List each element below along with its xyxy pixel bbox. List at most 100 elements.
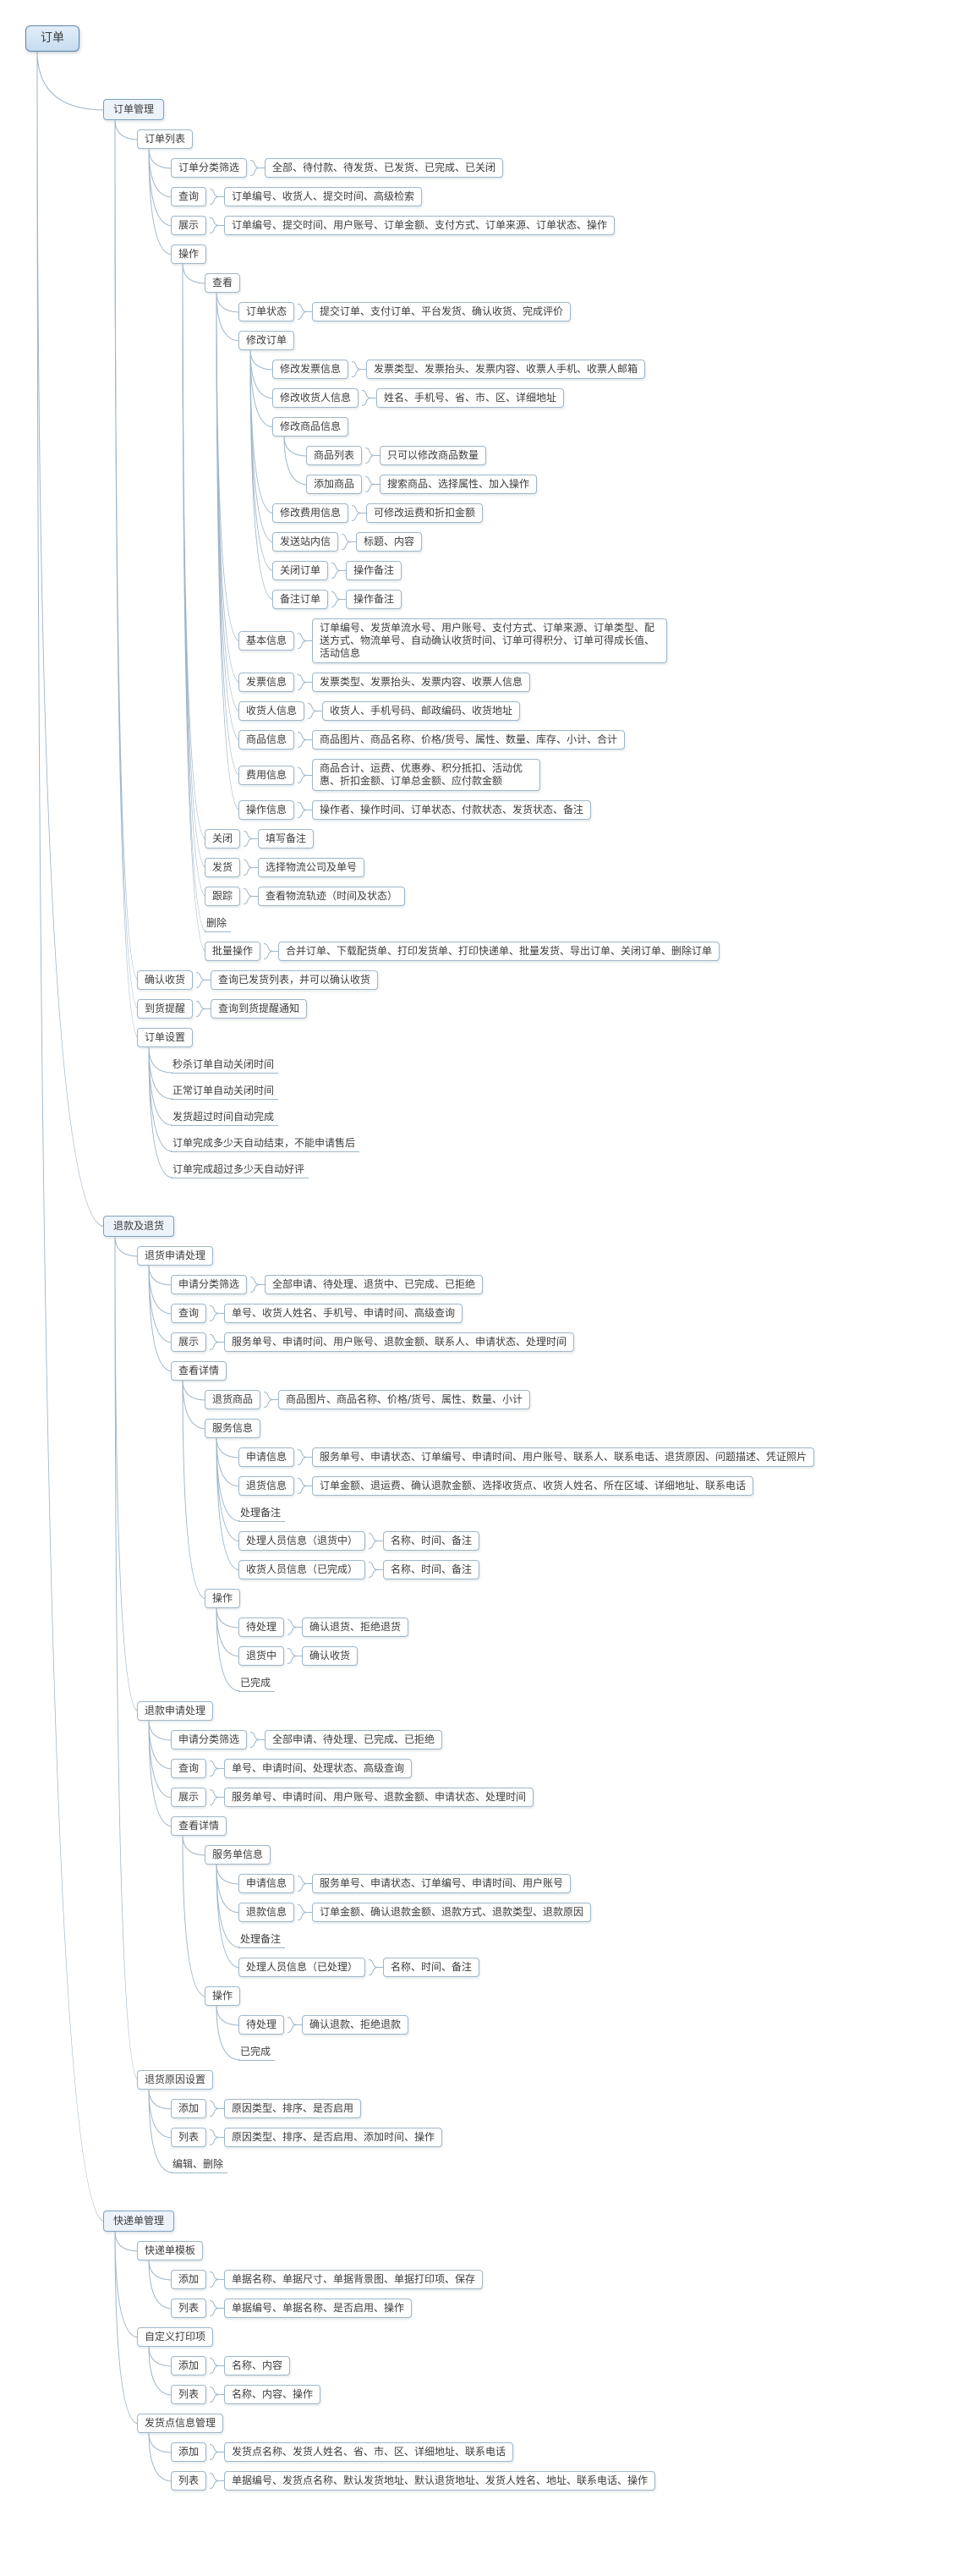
topic-node[interactable]: 退款信息 bbox=[238, 1903, 295, 1922]
topic-node[interactable]: 查看详情 bbox=[171, 1816, 227, 1836]
topic-node[interactable]: 操作 bbox=[171, 244, 207, 264]
plain-topic[interactable]: 正常订单自动关闭时间 bbox=[171, 1083, 279, 1100]
detail-box[interactable]: 操作备注 bbox=[346, 561, 402, 580]
topic-node[interactable]: 发送站内信 bbox=[272, 532, 339, 552]
detail-box[interactable]: 单据名称、单据尺寸、单据背景图、单据打印项、保存 bbox=[224, 2270, 484, 2289]
topic-node[interactable]: 关闭订单 bbox=[272, 561, 329, 580]
detail-box[interactable]: 标题、内容 bbox=[356, 532, 423, 552]
topic-node[interactable]: 发货 bbox=[205, 858, 241, 877]
detail-box[interactable]: 订单编号、提交时间、用户账号、订单金额、支付方式、订单来源、订单状态、操作 bbox=[224, 216, 616, 235]
detail-box[interactable]: 发票类型、发票抬头、发票内容、收票人手机、收票人邮箱 bbox=[366, 360, 646, 379]
topic-node[interactable]: 确认收货 bbox=[137, 970, 194, 990]
detail-box[interactable]: 商品图片、商品名称、价格/货号、属性、数量、库存、小计、合计 bbox=[312, 730, 626, 750]
topic-node[interactable]: 退货信息 bbox=[238, 1476, 295, 1496]
detail-box[interactable]: 订单编号、发货单流水号、用户账号、支付方式、订单来源、订单类型、配送方式、物流单… bbox=[312, 618, 667, 663]
detail-box[interactable]: 订单金额、退运费、确认退款金额、选择收货点、收货人姓名、所在区域、详细地址、联系… bbox=[312, 1476, 754, 1496]
detail-box[interactable]: 搜索商品、选择属性、加入操作 bbox=[380, 475, 538, 494]
detail-box[interactable]: 原因类型、排序、是否启用 bbox=[224, 2099, 362, 2118]
topic-node[interactable]: 处理人员信息（退货中） bbox=[238, 1531, 366, 1551]
detail-box[interactable]: 可修改运费和折扣金额 bbox=[366, 503, 484, 523]
topic-node[interactable]: 查看 bbox=[205, 273, 241, 293]
detail-box[interactable]: 提交订单、支付订单、平台发货、确认收货、完成评价 bbox=[312, 302, 572, 321]
topic-node[interactable]: 退货商品 bbox=[205, 1390, 261, 1409]
detail-box[interactable]: 服务单号、申请时间、用户账号、退款金额、申请状态、处理时间 bbox=[224, 1788, 534, 1807]
topic-node[interactable]: 查看详情 bbox=[171, 1361, 227, 1381]
plain-topic[interactable]: 已完成 bbox=[238, 2044, 276, 2061]
detail-box[interactable]: 操作备注 bbox=[346, 590, 402, 609]
topic-node[interactable]: 操作 bbox=[205, 1986, 241, 2006]
detail-box[interactable]: 发票类型、发票抬头、发票内容、收票人信息 bbox=[312, 673, 531, 692]
plain-topic[interactable]: 订单完成超过多少天自动好评 bbox=[171, 1162, 309, 1178]
detail-box[interactable]: 单号、申请时间、处理状态、高级查询 bbox=[224, 1759, 413, 1778]
topic-node[interactable]: 收货人信息 bbox=[238, 701, 305, 721]
detail-box[interactable]: 合并订单、下载配货单、打印发货单、打印快递单、批量发货、导出订单、关闭订单、删除… bbox=[278, 942, 720, 961]
plain-topic[interactable]: 订单完成多少天自动结束，不能申请售后 bbox=[171, 1135, 360, 1152]
plain-topic[interactable]: 秒杀订单自动关闭时间 bbox=[171, 1057, 279, 1074]
detail-box[interactable]: 商品图片、商品名称、价格/货号、属性、数量、小计 bbox=[278, 1390, 531, 1409]
branch-topic[interactable]: 订单管理 bbox=[103, 99, 165, 120]
topic-node[interactable]: 列表 bbox=[171, 2299, 207, 2318]
topic-node[interactable]: 查询 bbox=[171, 1759, 207, 1778]
topic-node[interactable]: 申请信息 bbox=[238, 1447, 295, 1467]
topic-node[interactable]: 修改发票信息 bbox=[272, 360, 349, 379]
plain-topic[interactable]: 发货超过时间自动完成 bbox=[171, 1109, 279, 1126]
detail-box[interactable]: 全部申请、待处理、退货中、已完成、已拒绝 bbox=[265, 1275, 484, 1294]
topic-node[interactable]: 申请信息 bbox=[238, 1874, 295, 1893]
topic-node[interactable]: 修改商品信息 bbox=[272, 417, 349, 437]
topic-node[interactable]: 订单设置 bbox=[137, 1028, 194, 1047]
root-topic[interactable]: 订单 bbox=[25, 25, 79, 52]
topic-node[interactable]: 展示 bbox=[171, 1332, 207, 1352]
detail-box[interactable]: 确认退款、拒绝退款 bbox=[302, 2015, 409, 2035]
topic-node[interactable]: 修改订单 bbox=[238, 331, 295, 350]
detail-box[interactable]: 查询已发货列表，并可以确认收货 bbox=[211, 970, 379, 990]
topic-node[interactable]: 添加 bbox=[171, 2442, 207, 2462]
topic-node[interactable]: 到货提醒 bbox=[137, 999, 194, 1019]
plain-topic[interactable]: 编辑、删除 bbox=[171, 2156, 228, 2173]
detail-box[interactable]: 订单编号、收货人、提交时间、高级检索 bbox=[224, 187, 423, 206]
detail-box[interactable]: 单号、收货人姓名、手机号、申请时间、高级查询 bbox=[224, 1304, 463, 1323]
topic-node[interactable]: 备注订单 bbox=[272, 590, 329, 609]
topic-node[interactable]: 关闭 bbox=[205, 829, 241, 849]
detail-box[interactable]: 原因类型、排序、是否启用、添加时间、操作 bbox=[224, 2128, 443, 2147]
topic-node[interactable]: 发票信息 bbox=[238, 673, 295, 692]
detail-box[interactable]: 单据编号、单据名称、是否启用、操作 bbox=[224, 2299, 413, 2318]
topic-node[interactable]: 退货申请处理 bbox=[137, 1246, 214, 1266]
detail-box[interactable]: 商品合计、运费、优惠券、积分抵扣、活动优惠、折扣金额、订单总金额、应付款金额 bbox=[312, 759, 540, 791]
topic-node[interactable]: 修改收货人信息 bbox=[272, 388, 359, 408]
topic-node[interactable]: 列表 bbox=[171, 2385, 207, 2404]
topic-node[interactable]: 展示 bbox=[171, 216, 207, 235]
topic-node[interactable]: 查询 bbox=[171, 1304, 207, 1323]
detail-box[interactable]: 姓名、手机号、省、市、区、详细地址 bbox=[376, 388, 565, 408]
detail-box[interactable]: 全部、待付款、待发货、已发货、已完成、已关闭 bbox=[265, 158, 504, 178]
topic-node[interactable]: 展示 bbox=[171, 1788, 207, 1807]
topic-node[interactable]: 添加 bbox=[171, 2099, 207, 2118]
detail-box[interactable]: 查询到货提醒通知 bbox=[211, 999, 308, 1019]
plain-topic[interactable]: 处理备注 bbox=[238, 1505, 286, 1522]
topic-node[interactable]: 添加商品 bbox=[306, 475, 363, 494]
topic-node[interactable]: 快递单模板 bbox=[137, 2241, 204, 2260]
topic-node[interactable]: 操作 bbox=[205, 1589, 241, 1608]
topic-node[interactable]: 添加 bbox=[171, 2356, 207, 2376]
topic-node[interactable]: 申请分类筛选 bbox=[171, 1730, 248, 1749]
topic-node[interactable]: 添加 bbox=[171, 2270, 207, 2289]
topic-node[interactable]: 商品信息 bbox=[238, 730, 295, 750]
topic-node[interactable]: 列表 bbox=[171, 2128, 207, 2147]
detail-box[interactable]: 确认收货 bbox=[302, 1646, 359, 1666]
branch-topic[interactable]: 快递单管理 bbox=[103, 2211, 175, 2232]
detail-box[interactable]: 名称、时间、备注 bbox=[383, 1958, 480, 1977]
topic-node[interactable]: 商品列表 bbox=[306, 446, 363, 465]
plain-topic[interactable]: 处理备注 bbox=[238, 1931, 286, 1948]
detail-box[interactable]: 全部申请、待处理、已完成、已拒绝 bbox=[265, 1730, 443, 1749]
topic-node[interactable]: 订单列表 bbox=[137, 129, 194, 149]
plain-topic[interactable]: 已完成 bbox=[238, 1675, 276, 1692]
detail-box[interactable]: 服务单号、申请时间、用户账号、退款金额、联系人、申请状态、处理时间 bbox=[224, 1332, 575, 1352]
detail-box[interactable]: 名称、内容、操作 bbox=[224, 2385, 321, 2404]
topic-node[interactable]: 处理人员信息（已处理） bbox=[238, 1958, 366, 1977]
topic-node[interactable]: 待处理 bbox=[238, 2015, 285, 2035]
detail-box[interactable]: 服务单号、申请状态、订单编号、申请时间、用户账号、联系人、联系电话、退货原因、问… bbox=[312, 1447, 815, 1467]
topic-node[interactable]: 订单分类筛选 bbox=[171, 158, 248, 178]
detail-box[interactable]: 名称、时间、备注 bbox=[383, 1531, 480, 1551]
detail-box[interactable]: 收货人、手机号码、邮政编码、收货地址 bbox=[322, 701, 521, 721]
topic-node[interactable]: 服务信息 bbox=[205, 1419, 261, 1438]
topic-node[interactable]: 订单状态 bbox=[238, 302, 295, 321]
